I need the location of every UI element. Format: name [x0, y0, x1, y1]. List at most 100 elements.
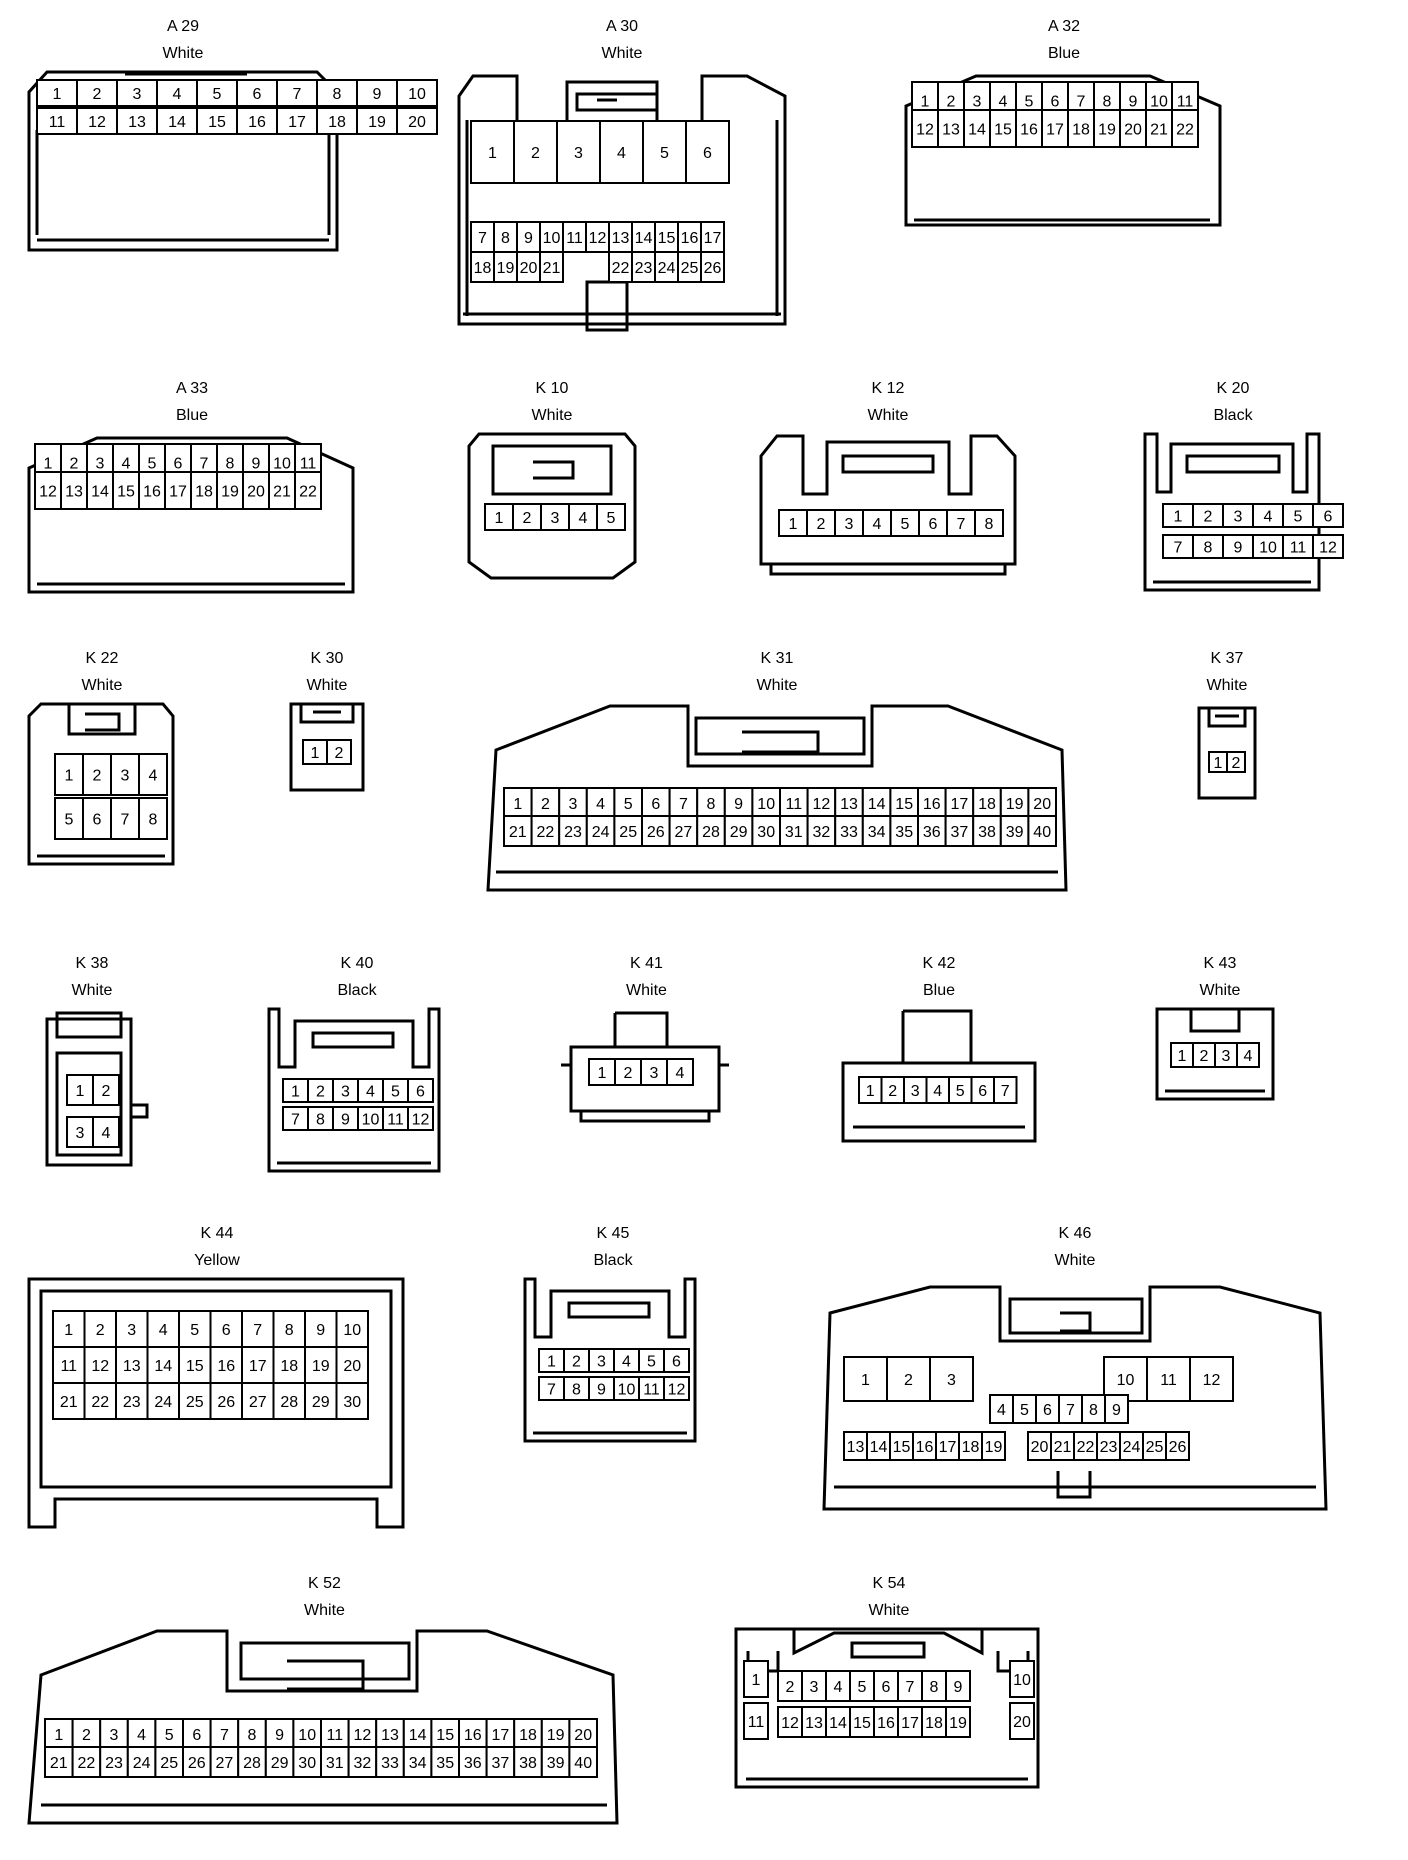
pin-number: 14 [870, 1439, 888, 1456]
pin-number: 24 [658, 260, 676, 277]
pin-number: 2 [102, 1083, 111, 1100]
pin-cavity [156, 79, 198, 107]
housing-outline [457, 74, 787, 332]
pin-number: 4 [834, 1679, 843, 1696]
pin-number: 10 [362, 1112, 380, 1129]
pin-number: 18 [519, 1727, 537, 1744]
pin-number: 14 [168, 114, 186, 131]
pin-number: 6 [1043, 1402, 1052, 1419]
pin-number: 7 [220, 1727, 229, 1744]
pin-number: 6 [174, 456, 183, 473]
pin-number: 14 [968, 122, 986, 139]
pin-number: 5 [1294, 509, 1303, 526]
pin-cavity [178, 1310, 212, 1348]
pin-number: 6 [978, 1083, 987, 1100]
pin-number: 6 [416, 1084, 425, 1101]
pin-number: 10 [343, 1322, 361, 1339]
pin-cavity [779, 815, 809, 847]
pin-cavity [138, 797, 168, 840]
pin-number: 27 [216, 1755, 234, 1772]
pin-number: 23 [1100, 1439, 1118, 1456]
pin-number: 20 [520, 260, 538, 277]
pin-number: 5 [165, 1727, 174, 1744]
pin-number: 8 [1103, 94, 1112, 111]
pin-number: 1 [64, 1322, 73, 1339]
pin-number: 20 [1033, 796, 1051, 813]
pin-number: 16 [916, 1439, 934, 1456]
connector-code: K 41 [630, 955, 663, 972]
pin-cavity [539, 251, 564, 283]
pin-cavity [640, 1058, 668, 1086]
pin-number: 25 [1146, 1439, 1164, 1456]
connector-color: White [81, 677, 123, 694]
pin-cavity [1171, 109, 1199, 148]
pin-number: 9 [373, 86, 382, 103]
pin-number: 24 [1123, 1439, 1141, 1456]
pin-number: 26 [1169, 1439, 1187, 1456]
pin-number: 19 [1098, 122, 1116, 139]
pin-number: 6 [253, 86, 262, 103]
pin-number: 17 [704, 230, 722, 247]
pin-cavity [375, 1746, 405, 1778]
pin-number: 18 [962, 1439, 980, 1456]
pin-number: 29 [271, 1755, 289, 1772]
pin-number: 3 [133, 86, 142, 103]
pin-cavity [1236, 1042, 1260, 1068]
connector-color: White [162, 45, 204, 62]
pin-number: 9 [524, 230, 533, 247]
pin-number: 2 [523, 510, 532, 527]
pin-number: 24 [592, 824, 610, 841]
pin-number: 4 [997, 1402, 1006, 1419]
pin-number: 3 [121, 768, 130, 785]
pin-number: 7 [253, 1322, 262, 1339]
pin-number: 1 [789, 516, 798, 533]
pin-number: 2 [335, 745, 344, 762]
housing-outline [27, 1277, 405, 1529]
pin-number: 11 [1177, 94, 1194, 111]
pin-number: 6 [1051, 94, 1060, 111]
pin-cavity [897, 1670, 923, 1702]
pin-number: 8 [285, 1322, 294, 1339]
pin-cavity [294, 471, 322, 510]
pin-number: 22 [78, 1755, 96, 1772]
pin-number: 6 [651, 796, 660, 813]
pin-number: 6 [192, 1727, 201, 1744]
pin-cavity [568, 503, 598, 531]
pin-cavity [696, 815, 726, 847]
connector-color: White [1199, 982, 1241, 999]
pin-number: 12 [412, 1112, 430, 1129]
pin-number: 17 [901, 1715, 919, 1732]
pin-number: 21 [273, 484, 291, 501]
pin-number: 1 [54, 1727, 63, 1744]
pin-number: 39 [547, 1755, 565, 1772]
pin-number: 23 [635, 260, 653, 277]
pin-cavity [66, 1116, 94, 1148]
pin-number: 11 [1160, 1372, 1177, 1389]
pin-number: 18 [1072, 122, 1090, 139]
pin-number: 11 [785, 796, 802, 813]
pin-number: 33 [840, 824, 858, 841]
pin-cavity [110, 797, 140, 840]
connector-code: K 30 [310, 650, 344, 667]
pin-number: 34 [409, 1755, 427, 1772]
pin-number: 7 [1066, 1402, 1075, 1419]
pin-number: 11 [643, 1382, 660, 1399]
pin-number: 27 [675, 824, 693, 841]
pin-cavity [666, 1058, 694, 1086]
